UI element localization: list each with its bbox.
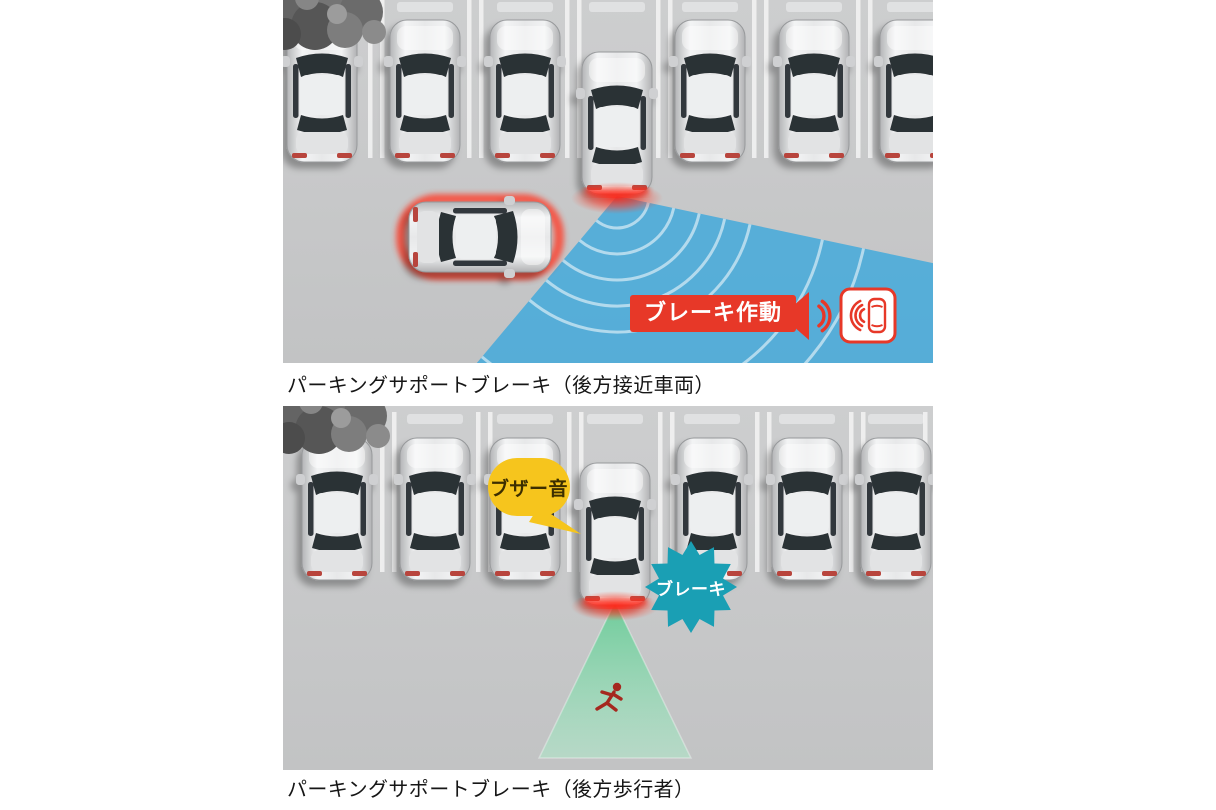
parked-car: [295, 437, 379, 581]
parked-car: [772, 19, 856, 163]
tree-icon: [283, 406, 390, 454]
tree-icon: [283, 0, 386, 50]
parking-lot-scene-rear-vehicle: [283, 0, 933, 363]
parked-car: [483, 19, 567, 163]
vehicle-buzzer-icon: [839, 287, 897, 344]
caption-rear-pedestrian: パーキングサポートブレーキ（後方歩行者）: [287, 779, 695, 801]
approaching-car: [396, 194, 564, 280]
figure-rear-pedestrian: ブザー音 ブレーキ: [283, 406, 933, 770]
wheel-stops: [309, 414, 924, 424]
pedestrian-icon: [595, 682, 623, 712]
parked-car: [854, 437, 933, 581]
parked-car: [393, 437, 477, 581]
brake-activation-badge: ブレーキ作動: [630, 295, 797, 333]
parked-car: [873, 19, 933, 163]
sonar-fan: [476, 196, 933, 363]
parked-car: [765, 437, 849, 581]
parked-car: [383, 19, 467, 163]
buzzer-bubble: ブザー音: [488, 458, 570, 516]
parked-car: [668, 19, 752, 163]
reversing-car: [571, 462, 659, 621]
wheel-stops: [294, 2, 933, 12]
caption-rear-approaching-vehicle: パーキングサポートブレーキ（後方接近車両）: [287, 375, 715, 397]
approach-warning-glow: [396, 194, 564, 280]
parking-lines: [368, 0, 873, 158]
figure-rear-approaching-vehicle: ブレーキ作動: [283, 0, 933, 363]
parking-lot-scene-rear-pedestrian: [283, 406, 933, 759]
reversing-car: [571, 51, 663, 214]
detection-beam: [537, 600, 693, 759]
